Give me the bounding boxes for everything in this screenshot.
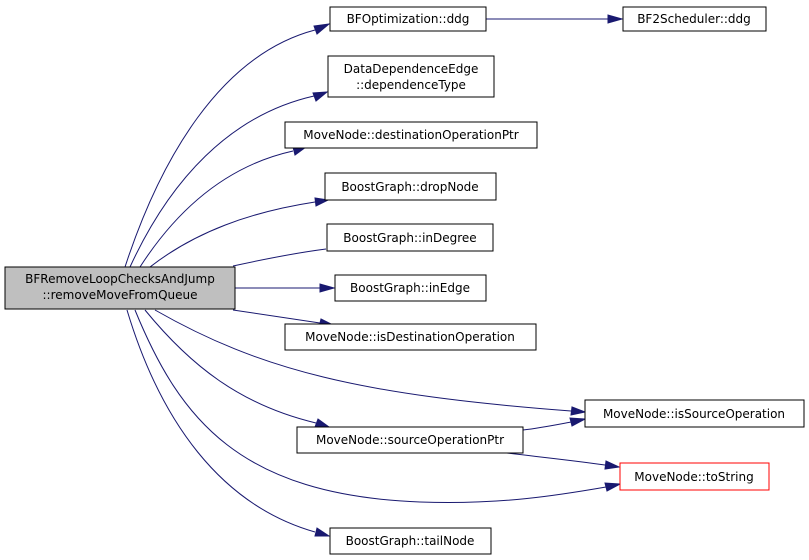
edge-root-to-movenode-to-string <box>134 309 607 504</box>
edge-root-to-movenode-dest-op-ptr <box>139 150 294 268</box>
node-bf2scheduler-ddg[interactable]: BF2Scheduler::ddg <box>622 6 767 32</box>
node-movenode-issourceoperation[interactable]: MoveNode::isSourceOperation <box>584 399 805 428</box>
node-movenode-destinationoperationptr[interactable]: MoveNode::destinationOperationPtr <box>284 121 538 149</box>
edge-root-to-bfopt-ddg <box>124 29 316 268</box>
arrowhead <box>313 23 331 35</box>
edge-source-op-ptr-to-is-source-op <box>522 421 572 431</box>
arrowhead <box>604 460 621 470</box>
node-movenode-isdestinationoperation[interactable]: MoveNode::isDestinationOperation <box>284 323 537 351</box>
node-datadependenceedge-dependencetype[interactable]: DataDependenceEdge ::dependenceType <box>327 55 495 98</box>
edge-root-to-boostgraph-tail-node <box>126 309 316 533</box>
arrowhead <box>604 482 622 492</box>
edge-root-to-dde-dependence-type <box>129 95 315 268</box>
arrowhead <box>319 283 336 293</box>
node-line-2: ::dependenceType <box>356 78 466 92</box>
node-label: MoveNode::sourceOperationPtr <box>316 433 504 447</box>
node-label: BoostGraph::dropNode <box>341 180 478 194</box>
arrowhead <box>570 406 587 416</box>
node-root[interactable]: BFRemoveLoopChecksAndJump ::removeMoveFr… <box>4 266 236 310</box>
arrowhead <box>312 91 329 102</box>
arrowhead <box>607 14 624 24</box>
node-label: BoostGraph::tailNode <box>346 534 475 548</box>
edge-root-to-movenode-is-dest-op <box>232 309 321 324</box>
node-label: MoveNode::toString <box>634 470 753 484</box>
node-label: BoostGraph::inDegree <box>343 231 476 245</box>
node-boostgraph-dropnode[interactable]: BoostGraph::dropNode <box>324 172 497 201</box>
node-label: BFOptimization::ddg <box>347 12 470 26</box>
node-boostgraph-inedge[interactable]: BoostGraph::inEdge <box>334 274 487 302</box>
node-movenode-tostring[interactable]: MoveNode::toString <box>619 462 770 491</box>
node-boostgraph-tailnode[interactable]: BoostGraph::tailNode <box>329 527 492 555</box>
edge-root-to-movenode-is-source-op <box>154 309 572 412</box>
node-label: BF2Scheduler::ddg <box>637 12 751 26</box>
node-root-line-1: BFRemoveLoopChecksAndJump <box>25 272 215 286</box>
node-boostgraph-indegree[interactable]: BoostGraph::inDegree <box>326 223 494 252</box>
node-label: BoostGraph::inEdge <box>350 281 470 295</box>
node-line-1: DataDependenceEdge <box>344 62 479 76</box>
edge-root-to-movenode-source-op-ptr <box>144 309 317 424</box>
arrowhead <box>314 527 331 537</box>
node-root-line-2: ::removeMoveFromQueue <box>43 288 198 302</box>
nodes: BFRemoveLoopChecksAndJump ::removeMoveFr… <box>4 6 805 555</box>
node-label: MoveNode::isDestinationOperation <box>305 330 515 344</box>
edge-root-to-boostgraph-drop-node <box>149 201 316 268</box>
arrowhead <box>569 417 587 427</box>
node-label: MoveNode::isSourceOperation <box>603 407 785 421</box>
arrowhead <box>314 418 331 428</box>
node-bfoptimization-ddg[interactable]: BFOptimization::ddg <box>329 6 487 32</box>
edge-root-to-boostgraph-in-degree <box>232 248 327 267</box>
node-movenode-sourceoperationptr[interactable]: MoveNode::sourceOperationPtr <box>296 426 524 454</box>
node-label: MoveNode::destinationOperationPtr <box>303 128 518 142</box>
